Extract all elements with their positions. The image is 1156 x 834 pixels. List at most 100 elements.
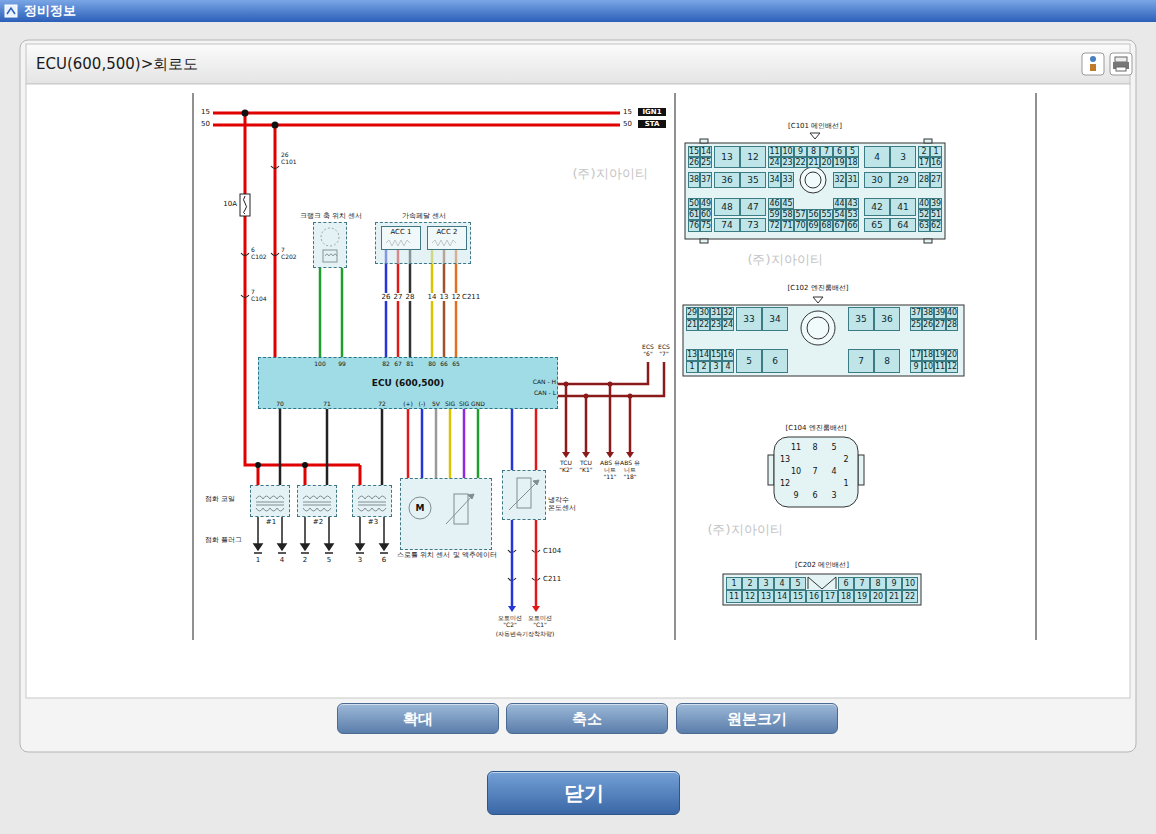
pin-number: 10 (790, 467, 802, 477)
connection-label: TCU "K1" (576, 459, 596, 473)
connector-c102-body (683, 305, 964, 376)
pin-cell: 55 (820, 209, 833, 220)
pin-number: 4 (828, 467, 840, 477)
connector-ref: C211 (462, 293, 486, 301)
wire (511, 409, 514, 470)
connector-c102-body (683, 297, 964, 376)
pin-cell: 33 (736, 307, 762, 331)
power-tag: IGN1 (638, 108, 666, 116)
pin-cell: 7 (820, 146, 833, 157)
panel-header: ECU(600,500)>회로도 (26, 44, 1130, 84)
pin-cell: 28 (946, 319, 958, 331)
pin-cell: 29 (686, 307, 698, 319)
pin-number: 70 (274, 400, 286, 407)
connection-label: TCU "K2" (556, 459, 576, 473)
pin-cell: 8 (870, 577, 886, 590)
window-chrome (7, 8, 15, 14)
pin-number: 82 (381, 360, 392, 367)
plug-number: 2 (300, 556, 310, 564)
pin-cell: 65 (864, 218, 890, 232)
watermark: (주)지아이티 (690, 522, 800, 538)
wire-arrowhead (508, 606, 540, 612)
connector-c104-body (768, 437, 864, 507)
zoom-in-button: 확대 (337, 703, 499, 734)
signal-name: SIG (457, 400, 471, 407)
pin-cell: 43 (846, 198, 859, 209)
signal-name: (-) (415, 400, 429, 407)
connector-c202-body (723, 574, 921, 605)
pin-cell: 7 (854, 577, 870, 590)
fuse-symbol (244, 196, 247, 214)
pin-number: 13 (779, 455, 791, 465)
pin-cell: 29 (890, 172, 916, 188)
watermark: (주)지아이티 (730, 252, 840, 268)
terminal-number: 50 (623, 120, 635, 128)
sensor-box: 냉각수 온도센서 (502, 470, 546, 520)
pin-cell: 17 (822, 590, 838, 603)
pin-cell: 9 (886, 577, 902, 590)
ignition-coil: #3 (352, 485, 392, 517)
can-bus-wire (558, 362, 664, 452)
pin-cell: 33 (781, 172, 794, 188)
spark-plug-symbol (254, 544, 388, 550)
signal-name: GND (471, 400, 485, 407)
ecu-name: ECU (600,500) (372, 378, 444, 389)
pin-cell: 8 (874, 349, 900, 373)
connector-c101-body (810, 133, 820, 139)
wire (421, 409, 424, 478)
pin-cell: 24 (722, 319, 734, 331)
pin-number: 2 (840, 455, 852, 465)
element-name: ACC 2 (428, 228, 466, 236)
element-name: ACC 1 (382, 228, 420, 236)
power-wire (274, 125, 277, 357)
pin-cell: 51 (930, 209, 942, 220)
connector-c104-body (858, 455, 864, 485)
wire-arrowhead (532, 606, 540, 612)
pin-cell: 27 (930, 172, 942, 188)
connector-mark (241, 295, 249, 298)
pin-cell: 18 (922, 349, 934, 361)
connector-mark (271, 253, 279, 256)
pin-cell: 16 (930, 157, 942, 168)
connector-c101-body (800, 167, 826, 193)
power-wire (359, 465, 362, 485)
power-wire (245, 113, 360, 465)
pin-cell: 15 (710, 349, 722, 361)
pin-cell: 68 (820, 220, 833, 232)
can-bus-wire (609, 384, 612, 452)
connection-label: ABS 유니트 "11" (600, 459, 620, 481)
pin-cell: 60 (700, 209, 712, 220)
wire (326, 409, 329, 485)
signal-name: CAN - L (514, 389, 556, 396)
pin-number: 9 (790, 491, 802, 501)
pin-cell: 67 (833, 220, 846, 232)
connector-c101-body (700, 239, 708, 243)
terminal-number: 15 (198, 108, 210, 116)
page-title: ECU(600,500)>회로도 (26, 44, 1130, 84)
can-bus-junction (608, 382, 613, 387)
pin-number: 28 (405, 293, 415, 301)
pin-cell: 39 (930, 198, 942, 209)
can-bus-junction (584, 394, 589, 399)
pin-cell: 52 (918, 209, 930, 220)
pin-cell: 49 (700, 198, 712, 209)
connector-c101-body (924, 139, 932, 143)
wire (319, 268, 322, 357)
component-name: 스로틀 위치 센서 및 액추에이터 (392, 551, 502, 559)
coil-number: #2 (310, 518, 326, 526)
pin-number: 7 (809, 467, 821, 477)
wire (381, 409, 384, 485)
connector-ref: C104 (251, 295, 271, 302)
wire (341, 268, 344, 357)
connection-label: 오토미션 "C2" (496, 614, 524, 628)
wire (463, 409, 466, 478)
pin-number: 99 (335, 360, 349, 367)
pin-cell: 23 (710, 319, 722, 331)
sensor-box: 크랭크 축 위치 센서 (313, 222, 347, 268)
pin-cell: 12 (946, 361, 958, 373)
fuse-rating: 10A (220, 200, 237, 208)
actual-size-button: 원본크기 (676, 703, 838, 734)
wire (455, 250, 458, 357)
pin-cell: 7 (848, 349, 874, 373)
pin-cell: 10 (902, 577, 918, 590)
